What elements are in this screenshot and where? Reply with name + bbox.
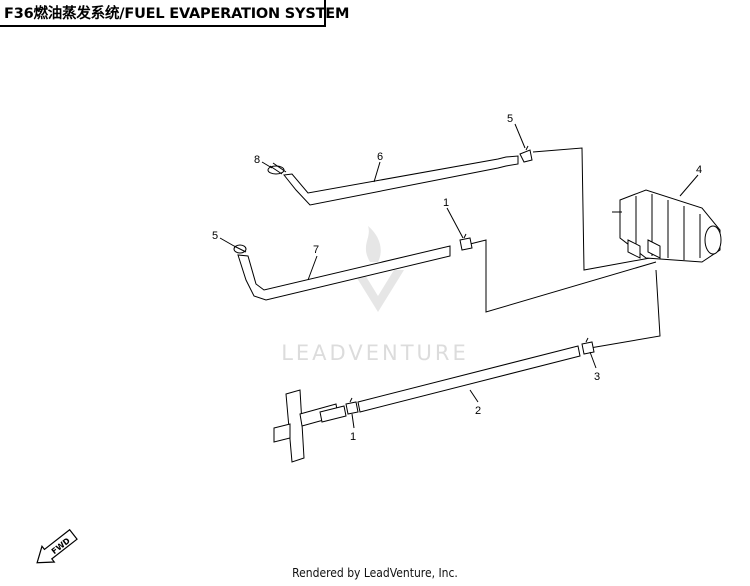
callout-6: 6	[377, 151, 383, 163]
callout-3: 3	[594, 371, 600, 383]
callout-5-upper: 5	[507, 113, 513, 125]
leader-1b	[351, 413, 355, 429]
clamp-1-lower	[345, 397, 359, 415]
leader-4	[679, 174, 699, 197]
callout-5-left: 5	[212, 230, 218, 242]
callout-1-lower: 1	[350, 431, 356, 443]
leader-5a	[514, 123, 526, 149]
callout-8: 8	[254, 154, 260, 166]
route-line-upper	[532, 147, 651, 271]
leader-3	[589, 351, 597, 369]
leader-8	[261, 161, 273, 169]
clamp-3	[581, 337, 595, 355]
callout-7: 7	[313, 244, 319, 256]
leader-7	[307, 255, 318, 281]
leader-2	[469, 389, 479, 403]
leader-5b	[219, 237, 235, 247]
hose-6	[283, 155, 519, 206]
callout-2: 2	[475, 405, 481, 417]
title-box: F36燃油蒸发系统/FUEL EVAPERATION SYSTEM	[0, 0, 349, 27]
canister-4	[612, 189, 722, 263]
route-line-middle	[469, 239, 657, 313]
callout-1-upper: 1	[443, 197, 449, 209]
hose-2	[357, 345, 581, 413]
callout-4: 4	[696, 164, 702, 176]
clamp-5-upper	[519, 145, 533, 163]
hose-7	[237, 245, 451, 301]
clamp-5-left	[233, 244, 247, 254]
leader-1a	[446, 207, 464, 239]
leader-6	[373, 161, 381, 183]
tee-fitting	[273, 389, 347, 463]
clamp-8	[267, 162, 287, 175]
clamp-1-upper	[459, 233, 473, 251]
route-line-lower	[589, 269, 661, 349]
watermark-text: LEADVENTURE	[281, 341, 469, 365]
page-title: F36燃油蒸发系统/FUEL EVAPERATION SYSTEM	[4, 6, 350, 22]
footer-credit: Rendered by LeadVenture, Inc.	[292, 566, 458, 580]
fwd-arrow-icon: FWD	[36, 528, 78, 564]
watermark-logo	[352, 226, 404, 312]
